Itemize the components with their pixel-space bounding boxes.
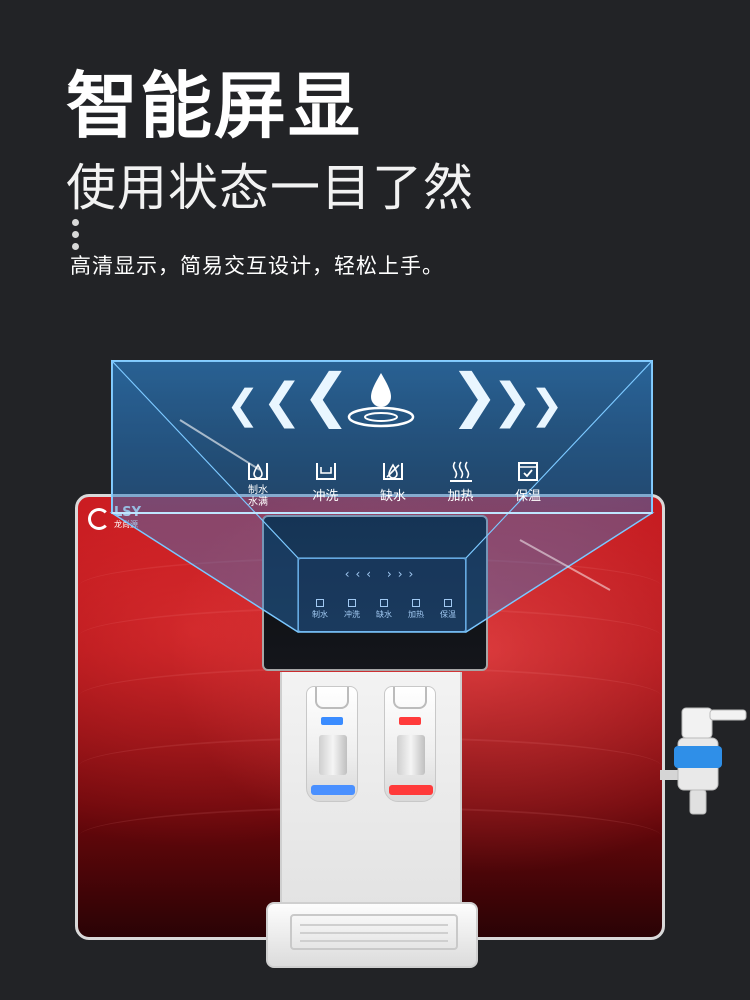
hot-water-tap[interactable] xyxy=(384,686,436,802)
chevron-right-icon: ❯ xyxy=(450,361,499,429)
status-keep-warm: 保温 xyxy=(498,455,558,509)
brand-logo-icon xyxy=(88,508,110,530)
drip-tray xyxy=(266,902,478,968)
cold-indicator xyxy=(321,717,343,725)
mini-status-flush: 冲洗 xyxy=(341,599,363,620)
water-making-icon xyxy=(228,455,288,483)
device-touch-panel[interactable]: ‹‹‹ ››› 制水 冲洗 缺水 加热 保温 xyxy=(298,558,466,632)
water-drop-icon xyxy=(347,373,415,428)
keep-warm-icon xyxy=(498,455,558,483)
status-water-making: 制水 水满 xyxy=(228,455,288,509)
mini-status-shortage: 缺水 xyxy=(373,599,395,620)
page-subtitle: 使用状态一目了然 xyxy=(66,159,474,217)
status-flush: 冲洗 xyxy=(296,455,356,509)
status-heating: 加热 xyxy=(431,455,491,509)
chevron-right-icon: ❯ xyxy=(530,382,564,428)
mini-chevrons: ‹‹‹ ››› xyxy=(344,567,420,581)
water-shortage-icon xyxy=(363,455,423,483)
page-title: 智能屏显 xyxy=(66,64,363,148)
status-making-label: 制水 xyxy=(248,485,268,496)
status-shortage-label: 缺水 xyxy=(379,489,406,504)
water-dispenser-column xyxy=(280,672,462,904)
mini-status-warm: 保温 xyxy=(437,599,459,620)
status-heating-label: 加热 xyxy=(447,489,474,504)
cold-water-tap[interactable] xyxy=(306,686,358,802)
chevron-left-icon: ❮ xyxy=(302,361,351,429)
mini-status-making: 制水 xyxy=(309,599,331,620)
brand-logo-subtext: 龙尚源 xyxy=(114,520,138,529)
status-full-label: 水满 xyxy=(248,497,268,508)
bullet-dots-icon xyxy=(72,219,82,255)
chevron-left-icon: ❮ xyxy=(262,373,303,429)
hot-indicator xyxy=(399,717,421,725)
cold-band xyxy=(311,785,355,795)
status-water-shortage: 缺水 xyxy=(363,455,423,509)
hot-band xyxy=(389,785,433,795)
flush-icon xyxy=(296,455,356,483)
faucet-icon xyxy=(660,707,747,815)
feature-description: 高清显示，简易交互设计，轻松上手。 xyxy=(70,254,444,278)
status-flush-label: 冲洗 xyxy=(312,489,339,504)
heating-icon xyxy=(431,455,491,483)
chevron-left-icon: ❮ xyxy=(226,382,260,428)
chevron-right-icon: ❯ xyxy=(492,373,533,429)
mini-status-heating: 加热 xyxy=(405,599,427,620)
status-warm-label: 保温 xyxy=(514,489,541,504)
projected-control-panel: ❮ ❮ ❮ ❯ ❯ ❯ 制水 水满 冲洗 缺水 xyxy=(112,361,652,513)
